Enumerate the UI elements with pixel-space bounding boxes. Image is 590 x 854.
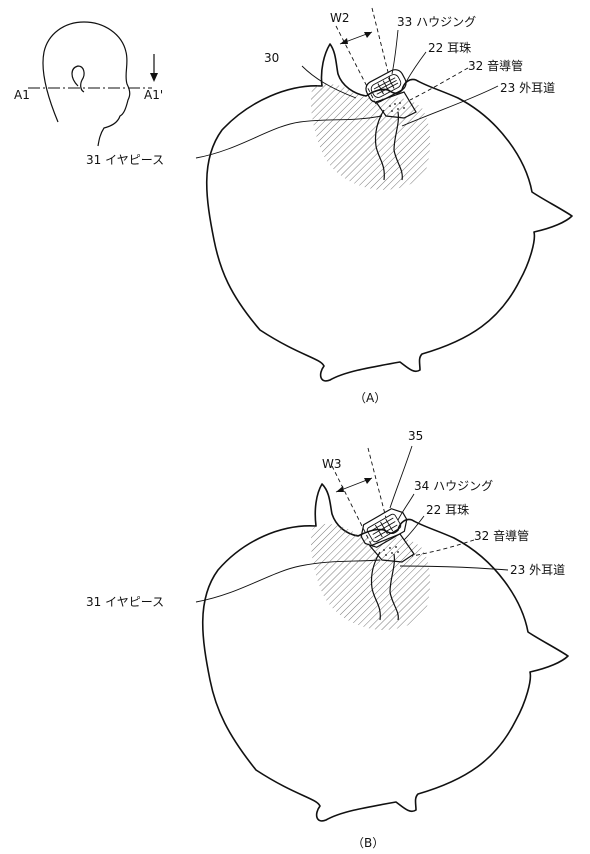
label-tragus-b: 22 耳珠: [426, 503, 469, 517]
leader-housing-a: [391, 29, 399, 75]
label-ear-canal-a: 23 外耳道: [500, 81, 555, 95]
leader-ear-canal-a: [401, 85, 499, 127]
leader-earpiece-b: [195, 559, 381, 603]
label-housing-33: 33 ハウジング: [397, 15, 476, 29]
ear-canal-b: [370, 551, 399, 621]
label-35: 35: [408, 429, 423, 443]
earpiece-a: [375, 91, 417, 119]
label-w3: W3: [322, 457, 342, 471]
caption-a: （A）: [354, 391, 386, 405]
hatched-tissue-a: [310, 83, 431, 190]
label-w2: W2: [330, 11, 350, 25]
axis-dash-a1: [335, 25, 377, 105]
ear-canal-a: [374, 109, 403, 181]
label-sound-tube-b: 32 音導管: [474, 528, 529, 543]
hatched-tissue-b: [310, 523, 431, 630]
w3-dimension-arrow: [335, 477, 373, 493]
label-sound-tube-a: 32 音導管: [468, 58, 523, 73]
caption-b: （B）: [352, 836, 384, 850]
earpiece-dots-a: [389, 102, 405, 112]
section-label-a1: A1: [14, 88, 30, 102]
leader-ear-canal-b: [399, 565, 509, 571]
leader-housing-b: [397, 493, 415, 521]
axis-dash-b2: [367, 447, 387, 519]
leader-sound-tube-b: [411, 539, 475, 557]
label-earpiece-a: 31 イヤピース: [86, 153, 164, 167]
axis-dash-b1: [331, 465, 373, 547]
axis-dash-a2: [371, 7, 391, 81]
housing-a: [365, 69, 407, 103]
label-housing-34: 34 ハウジング: [414, 479, 493, 493]
leader-tragus-a: [405, 51, 427, 83]
panel-a: W2 30 33 ハウジング 22 耳珠 32 音導管 23 外耳道 31 イヤ…: [86, 7, 573, 405]
leader-tragus-b: [403, 515, 425, 541]
leader-35: [389, 445, 413, 509]
leader-earpiece-a: [195, 115, 383, 159]
head-section-inset: A1 A1': [14, 21, 163, 147]
panel-b: W3 35 34 ハウジング 22 耳珠 32 音導管 23 外耳道 31 イヤ…: [86, 429, 569, 850]
leader-sound-tube-a: [409, 67, 469, 101]
label-ear-canal-b: 23 外耳道: [510, 563, 565, 577]
label-30: 30: [264, 51, 279, 65]
label-earpiece-b: 31 イヤピース: [86, 595, 164, 609]
section-label-a1-prime: A1': [144, 88, 163, 102]
w2-dimension-arrow: [339, 31, 373, 45]
housing-b: [360, 508, 408, 548]
earpiece-dots-b: [383, 546, 399, 556]
leader-30: [301, 65, 357, 99]
label-tragus-a: 22 耳珠: [428, 41, 471, 55]
